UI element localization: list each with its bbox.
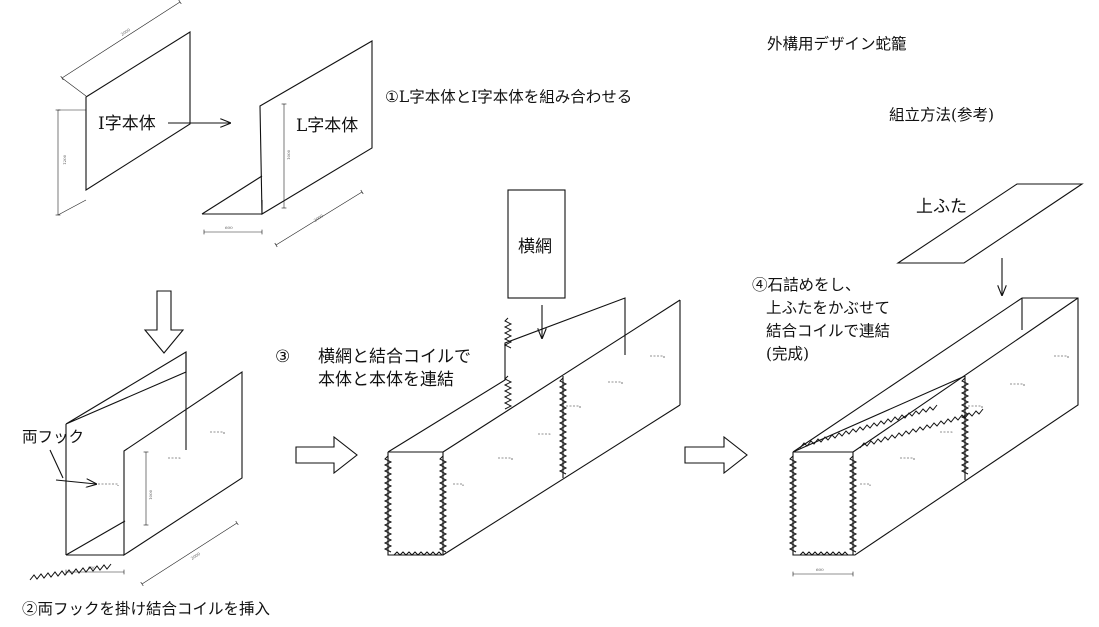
svg-text:2000: 2000: [313, 213, 325, 223]
step2-assembly: 600 1000 2000: [29, 351, 243, 587]
i-body-panel: 1200 2000: [55, 0, 191, 216]
svg-text:2000: 2000: [190, 551, 202, 561]
step1-text: ①L字本体とI字本体を組み合わせる: [385, 88, 632, 106]
double-hook-label: 両フック: [22, 428, 84, 446]
svg-text:1200: 1200: [62, 154, 67, 165]
down-arrow-icon: [143, 290, 185, 354]
step4-assembly: 600: [788, 183, 1084, 577]
step4-text-line3: 結合コイルで連結: [766, 322, 890, 340]
svg-text:1000: 1000: [286, 149, 291, 160]
step4-text-line1: ④石詰めをし、: [752, 276, 861, 294]
svg-text:600: 600: [88, 565, 96, 570]
step4-text-line4: (完成): [766, 345, 809, 363]
l-body-label: L字本体: [296, 116, 358, 136]
svg-text:600: 600: [816, 567, 824, 572]
page-subtitle: 組立方法(参考): [889, 106, 994, 124]
step4-text-line2: 上ふたをかぶせて: [766, 299, 890, 317]
top-lid-label: 上ふた: [916, 197, 967, 217]
step3-assembly: [383, 189, 681, 556]
i-body-label: I字本体: [98, 114, 156, 134]
right-arrow-icon-2: [684, 435, 748, 475]
hook-leader: [49, 449, 64, 479]
svg-text:2000: 2000: [120, 27, 132, 37]
step3-number: ③: [275, 347, 290, 367]
right-arrow-icon-1: [295, 435, 358, 475]
step3-text-line2: 本体と本体を連結: [318, 370, 454, 390]
svg-text:600: 600: [225, 225, 233, 230]
step3-text-line1: 横網と結合コイルで: [318, 347, 471, 367]
page-title: 外構用デザイン蛇籠: [767, 34, 907, 53]
svg-text:1000: 1000: [148, 489, 153, 500]
hook-pointer: [55, 480, 96, 484]
step2-text: ②両フックを掛け結合コイルを挿入: [22, 600, 270, 618]
side-mesh-label: 横網: [518, 237, 552, 257]
l-body-panel: 1000 600 2000: [201, 40, 373, 248]
